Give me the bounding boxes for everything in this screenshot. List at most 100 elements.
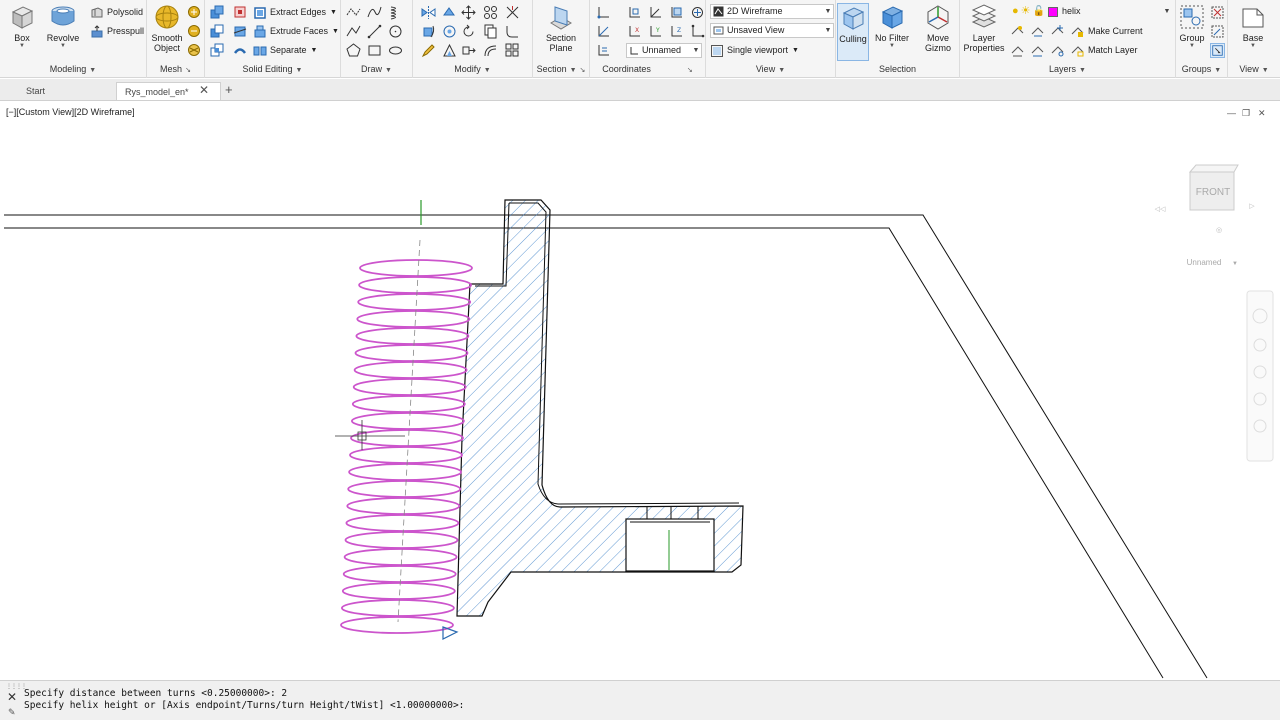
ellipse-icon[interactable] xyxy=(388,43,403,58)
close-command-line-icon[interactable]: ✕ xyxy=(7,690,18,704)
ungroup-icon[interactable] xyxy=(1210,5,1225,20)
panel-title-draw[interactable]: Draw▼ xyxy=(361,64,392,74)
mirror-3d-icon[interactable] xyxy=(421,5,436,20)
mesh-refine-icon[interactable] xyxy=(187,43,202,58)
grip-icon[interactable]: ⋮⋮⋮⋮ xyxy=(6,684,27,690)
saved-view-combo[interactable]: Unsaved View ▼ xyxy=(710,23,834,38)
visual-style-combo[interactable]: 2D Wireframe ▼ xyxy=(710,4,834,19)
panel-title-modify[interactable]: Modify▼ xyxy=(454,64,491,74)
ucs-y-icon[interactable]: Y xyxy=(648,24,663,39)
helix[interactable] xyxy=(340,259,473,634)
ucs-view-icon[interactable] xyxy=(596,24,611,39)
mesh-smooth-less-icon[interactable] xyxy=(187,24,202,39)
layer-properties-button[interactable]: Layer Properties xyxy=(962,3,1006,59)
slice-icon[interactable] xyxy=(233,24,248,39)
layer-unisolate-icon[interactable] xyxy=(1030,43,1045,58)
spline-icon[interactable] xyxy=(367,5,382,20)
group-edit-icon[interactable] xyxy=(1210,24,1225,39)
rectangle-icon[interactable] xyxy=(367,43,382,58)
wrench-icon[interactable]: ✎ xyxy=(8,707,16,717)
layer-on-icon[interactable] xyxy=(1010,43,1025,58)
3d-align-icon[interactable] xyxy=(442,5,457,20)
chevron-down-icon[interactable]: ▼ xyxy=(1232,261,1238,267)
move-icon[interactable] xyxy=(461,5,476,20)
group-button[interactable]: Group ▼ xyxy=(1176,3,1208,59)
scale-icon[interactable] xyxy=(442,43,457,58)
ucs-z-icon[interactable]: Z xyxy=(669,24,684,39)
layer-combo[interactable]: ● ☀ 🔓 helix ▼ xyxy=(1010,4,1172,19)
line-icon[interactable] xyxy=(367,24,382,39)
ucs-x-icon[interactable]: X xyxy=(627,24,642,39)
polyline-icon[interactable] xyxy=(346,5,361,20)
layer-thaw-icon[interactable] xyxy=(1050,43,1065,58)
ucs-face-icon[interactable] xyxy=(669,5,684,20)
match-layer-button[interactable]: Match Layer xyxy=(1088,42,1138,59)
stretch-icon[interactable] xyxy=(461,43,476,58)
panel-title-mesh[interactable]: Mesh↘ xyxy=(160,64,191,74)
viewcube[interactable]: FRONT ◁◁ ▷ ◎ xyxy=(1155,164,1256,234)
viewport-controls-label[interactable]: [−][Custom View][2D Wireframe] xyxy=(6,107,135,117)
tab-start[interactable]: Start xyxy=(26,86,46,96)
helix-icon[interactable] xyxy=(388,5,403,20)
new-tab-icon[interactable]: + xyxy=(225,82,233,97)
viewport-config-button[interactable]: Single viewport ▼ xyxy=(710,42,799,59)
array-icon[interactable] xyxy=(505,43,520,58)
command-prompt-line[interactable]: Specify helix height or [Axis endpoint/T… xyxy=(24,700,465,711)
trim-icon[interactable] xyxy=(505,5,520,20)
panel-title-section[interactable]: Section▼↘ xyxy=(536,64,586,74)
extrude-faces-button[interactable]: Extrude Faces ▼ xyxy=(253,23,339,40)
navigation-bar[interactable] xyxy=(1246,290,1274,462)
intersect-icon[interactable] xyxy=(210,43,225,58)
3d-polyline-icon[interactable] xyxy=(346,24,361,39)
interfere-icon[interactable] xyxy=(233,5,248,20)
panel-title-modeling[interactable]: Modeling▼ xyxy=(49,64,97,74)
viewcube-ucs-menu[interactable]: Unnamed xyxy=(1187,258,1222,267)
layer-off-icon[interactable] xyxy=(1010,24,1025,39)
3d-array-icon[interactable] xyxy=(483,5,498,20)
offset-icon[interactable] xyxy=(483,43,498,58)
restore-viewport-icon[interactable]: ❐ xyxy=(1242,108,1251,118)
union-icon[interactable] xyxy=(210,5,225,20)
3d-rotate-icon[interactable] xyxy=(421,24,436,39)
3d-scale-icon[interactable] xyxy=(442,24,457,39)
subtract-icon[interactable] xyxy=(210,24,225,39)
thicken-icon[interactable] xyxy=(233,43,248,58)
make-current-button[interactable]: Make Current xyxy=(1088,23,1143,40)
panel-title-view-2[interactable]: View▼ xyxy=(1239,64,1269,74)
ucs-origin-icon[interactable] xyxy=(648,5,663,20)
minimize-viewport-icon[interactable]: — xyxy=(1227,108,1236,118)
grip-arrow-icon[interactable] xyxy=(442,626,459,640)
panel-title-layers[interactable]: Layers▼ xyxy=(1049,64,1086,74)
ucs-icon[interactable] xyxy=(596,5,611,20)
pencil-icon[interactable] xyxy=(421,43,436,58)
presspull-button[interactable]: Presspull xyxy=(90,23,144,40)
panel-title-solid-editing[interactable]: Solid Editing▼ xyxy=(242,64,303,74)
culling-button[interactable]: Culling xyxy=(837,3,869,61)
ucs-world-icon[interactable] xyxy=(627,5,642,20)
close-viewport-icon[interactable]: ✕ xyxy=(1258,108,1266,118)
layer-unlock-icon[interactable] xyxy=(1070,43,1085,58)
circle-icon[interactable] xyxy=(388,24,403,39)
tab-rys-model[interactable]: Rys_model_en* xyxy=(116,82,221,100)
ucs-3point-icon[interactable] xyxy=(690,24,705,39)
extract-edges-button[interactable]: Extract Edges ▼ xyxy=(253,4,337,21)
ucs-named-icon[interactable] xyxy=(596,43,611,58)
drawing-canvas[interactable]: FRONT ◁◁ ▷ ◎ Unnamed ▼ xyxy=(0,102,1280,680)
group-selection-icon[interactable] xyxy=(1210,43,1225,58)
polysolid-button[interactable]: Polysolid xyxy=(90,4,143,21)
layer-freeze-icon[interactable] xyxy=(1050,24,1065,39)
layer-lock-icon[interactable] xyxy=(1070,24,1085,39)
smooth-object-button[interactable]: Smooth Object xyxy=(147,3,187,59)
section-plane-button[interactable]: Section Plane xyxy=(541,3,581,59)
copy-icon[interactable] xyxy=(483,24,498,39)
command-line[interactable]: ⋮⋮⋮⋮ ✕ ✎ Specify distance between turns … xyxy=(0,680,1280,720)
panel-title-view[interactable]: View▼ xyxy=(755,64,786,74)
ucs-named-combo[interactable]: Unnamed ▼ xyxy=(626,43,702,58)
revolve-button[interactable]: Revolve ▼ xyxy=(42,3,84,59)
base-button[interactable]: Base ▼ xyxy=(1233,3,1273,59)
ucs-object-icon[interactable] xyxy=(690,5,705,20)
fillet-icon[interactable] xyxy=(505,24,520,39)
panel-title-coordinates[interactable]: Coordinates↘ xyxy=(602,64,693,74)
move-gizmo-button[interactable]: Move Gizmo xyxy=(918,3,958,59)
mesh-smooth-more-icon[interactable] xyxy=(187,5,202,20)
